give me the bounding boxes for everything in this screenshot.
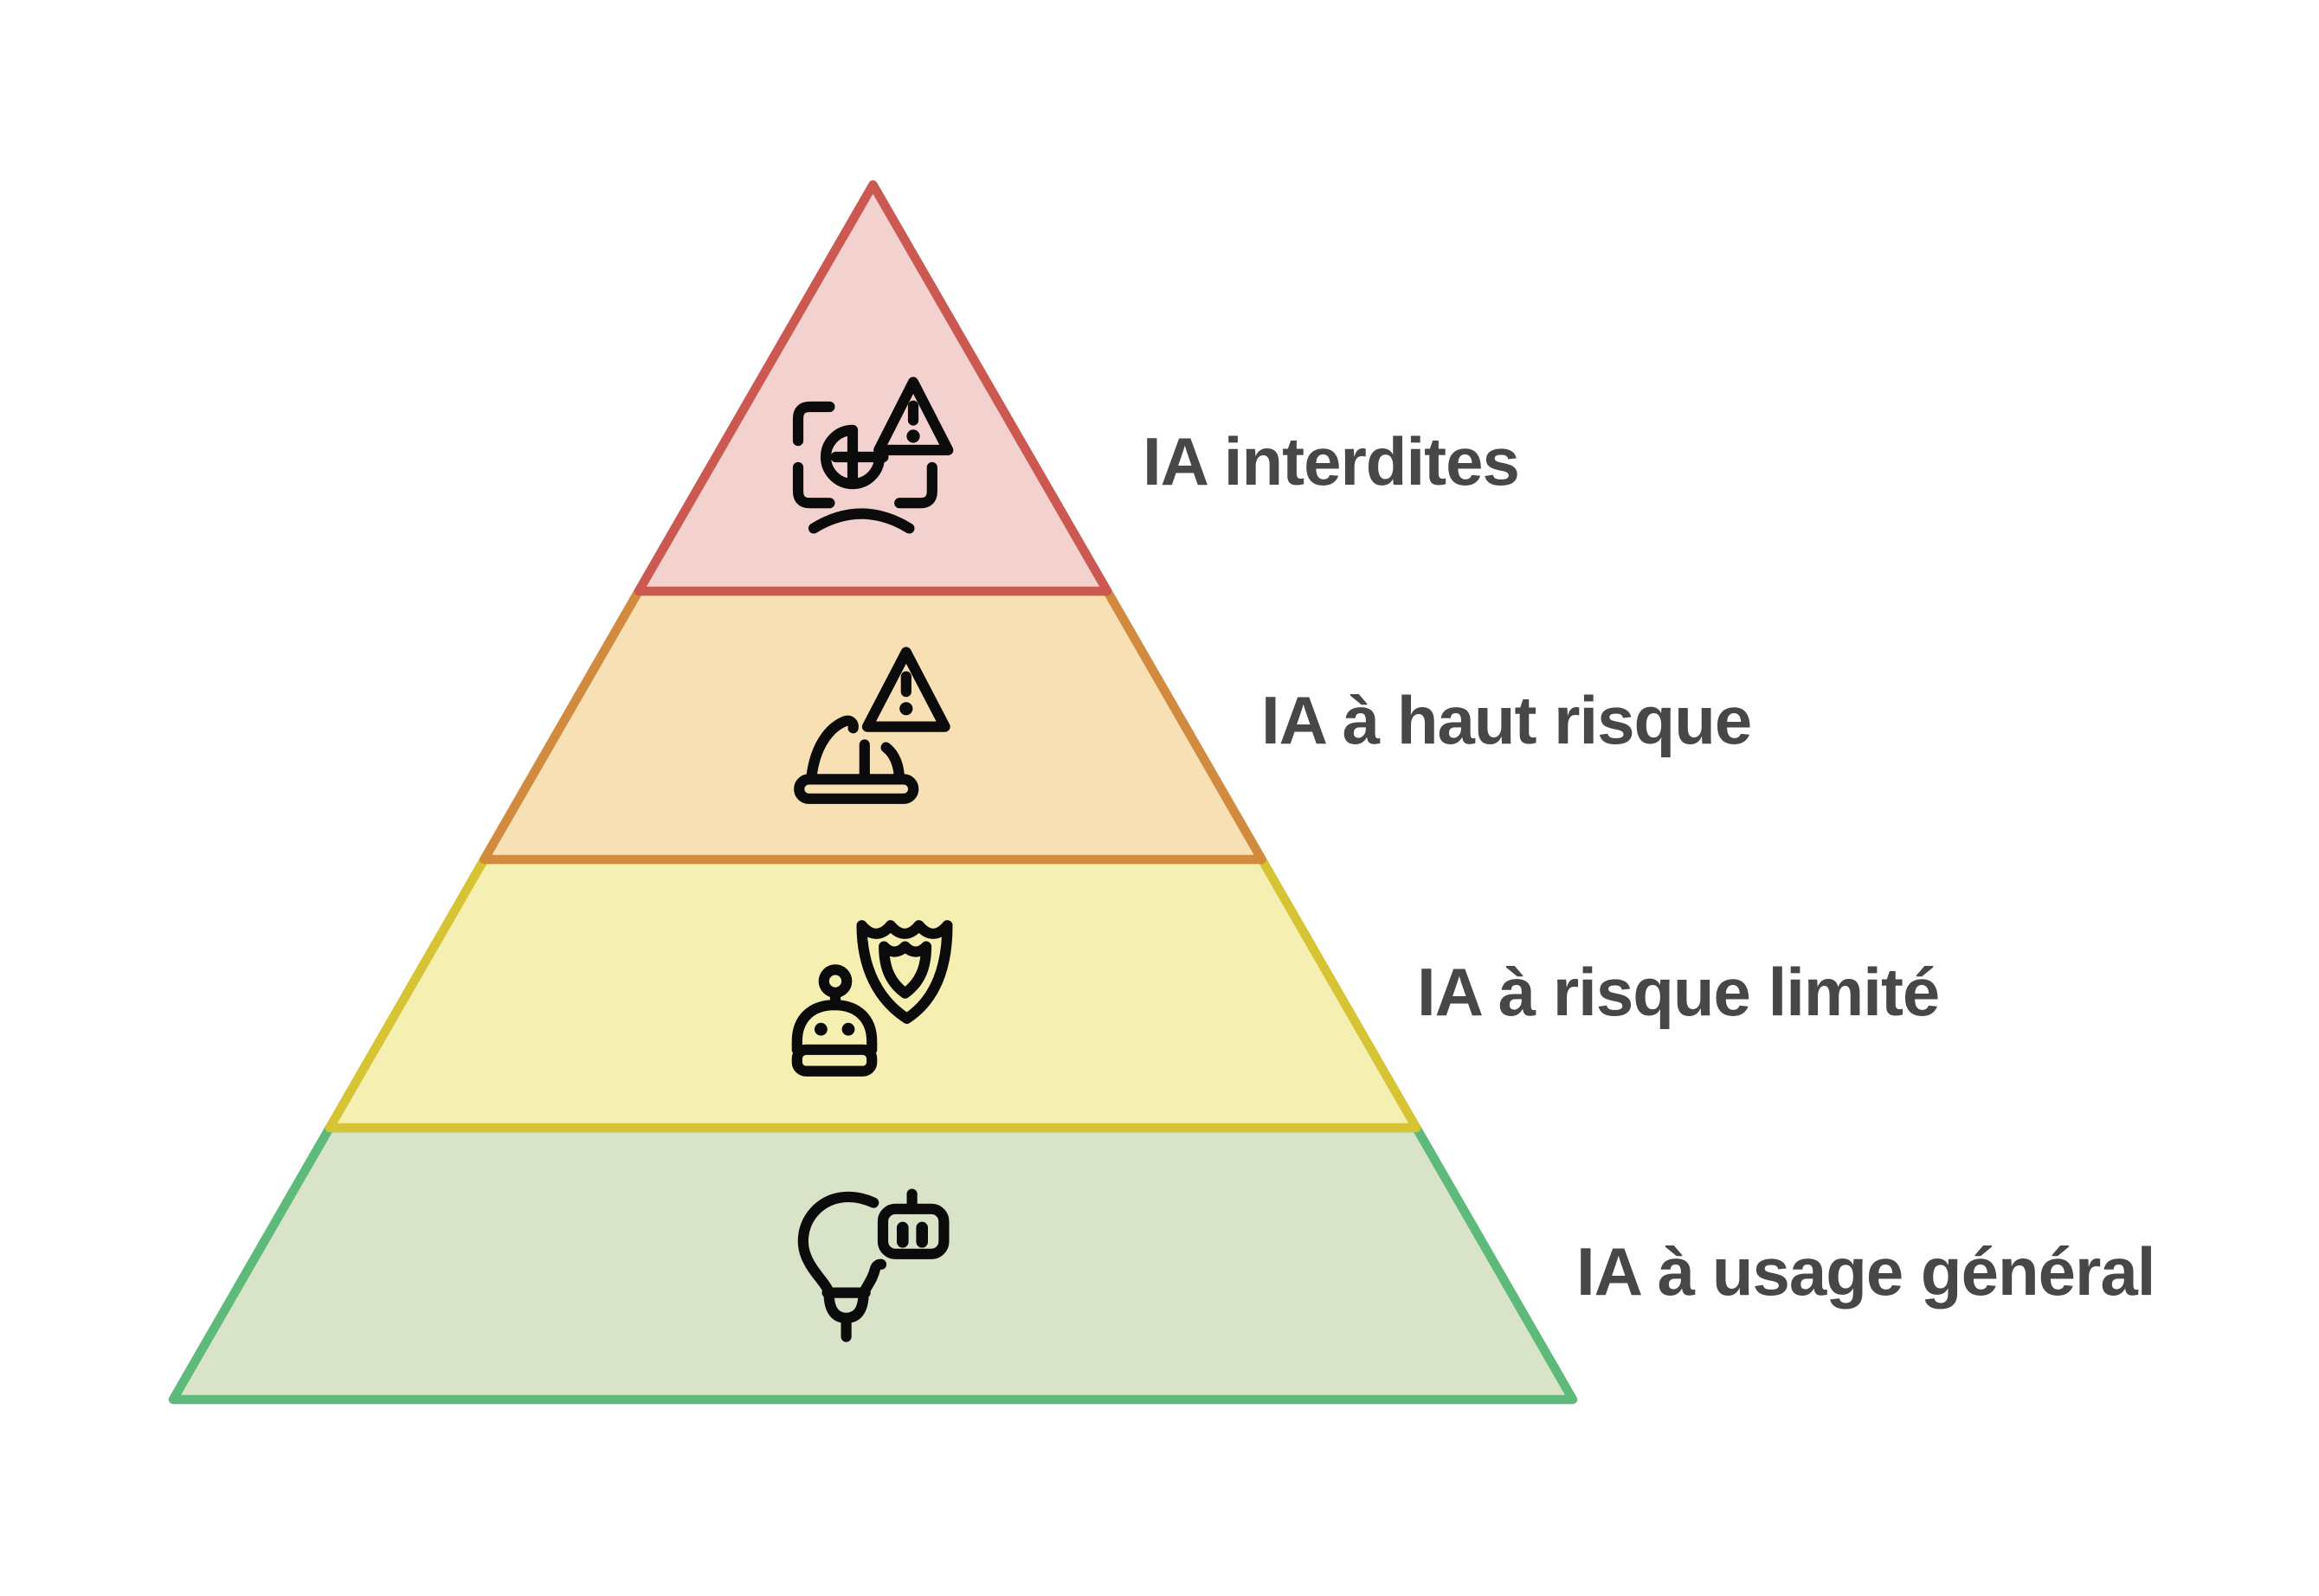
robot-head <box>877 1203 950 1259</box>
level-label-haut-risque: IA à haut risque <box>1261 682 1751 758</box>
helmet-warning-icon <box>794 647 950 804</box>
level-label-risque-limite: IA à risque limité <box>1417 954 1939 1030</box>
scan-bracket-bottom-left <box>792 461 835 509</box>
helmet-dome-right <box>880 742 905 784</box>
robot-head-base <box>791 1044 878 1077</box>
lightbulb-robot-icon <box>797 1188 950 1342</box>
bulb-outline-left <box>797 1191 879 1298</box>
pyramid-level-risque-limite <box>325 854 1421 1133</box>
face-scan-warning-icon <box>792 376 954 534</box>
shield-inner <box>879 941 932 999</box>
level-label-usage-general: IA à usage général <box>1576 1233 2155 1310</box>
scan-bracket-top-left <box>792 401 835 447</box>
robot-eye-left <box>815 1022 828 1036</box>
robot-shield-icon <box>791 920 953 1077</box>
frown-arc <box>808 508 915 534</box>
bulb-outline-right <box>858 1258 887 1298</box>
warning-triangle <box>861 647 950 732</box>
robot-head-dome <box>791 1000 878 1055</box>
pyramid-level-interdites <box>634 180 1112 596</box>
helmet-dome-left <box>806 715 859 784</box>
warning-triangle <box>873 376 954 456</box>
exclamation-dot <box>899 702 913 716</box>
helmet-brim <box>794 774 919 804</box>
scan-bracket-bottom-right <box>894 461 937 509</box>
robot-eye-right <box>841 1022 855 1036</box>
level-label-interdites: IA interdites <box>1143 423 1519 499</box>
shield-outer <box>856 920 953 1024</box>
face-circle <box>820 424 886 490</box>
exclamation-dot <box>906 429 920 443</box>
